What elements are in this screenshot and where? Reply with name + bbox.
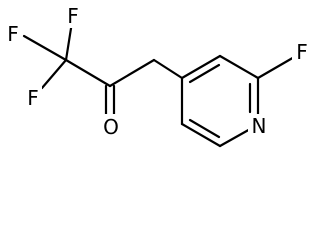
bond-c4-c3ring xyxy=(180,54,222,80)
atom-label-f2: F xyxy=(67,4,79,28)
bond-c1-f3 xyxy=(40,58,68,90)
atom-label-f1: F xyxy=(7,22,19,46)
bond-c3ring-c2ring xyxy=(218,54,260,80)
bond-c1-f1 xyxy=(22,34,68,62)
atom-label-f4: F xyxy=(296,40,308,64)
atom-label-o: O xyxy=(103,115,119,139)
atom-label-f3: F xyxy=(27,86,39,110)
bond-n-c6ring xyxy=(218,126,254,148)
bond-c2ring-f xyxy=(256,54,298,80)
atom-label-n: N xyxy=(252,114,267,138)
bond-c1-f2 xyxy=(64,20,74,62)
structure-diagram: F F F O N F xyxy=(7,4,308,148)
bond-c6ring-c5ring xyxy=(180,122,222,148)
bond-c4-c3ring-inner xyxy=(188,63,221,84)
bond-c6ring-c5ring-inner xyxy=(188,118,221,139)
bond-c3-c4 xyxy=(152,58,184,80)
bond-c1-c2 xyxy=(64,58,112,88)
bond-c2-c3 xyxy=(108,58,156,88)
